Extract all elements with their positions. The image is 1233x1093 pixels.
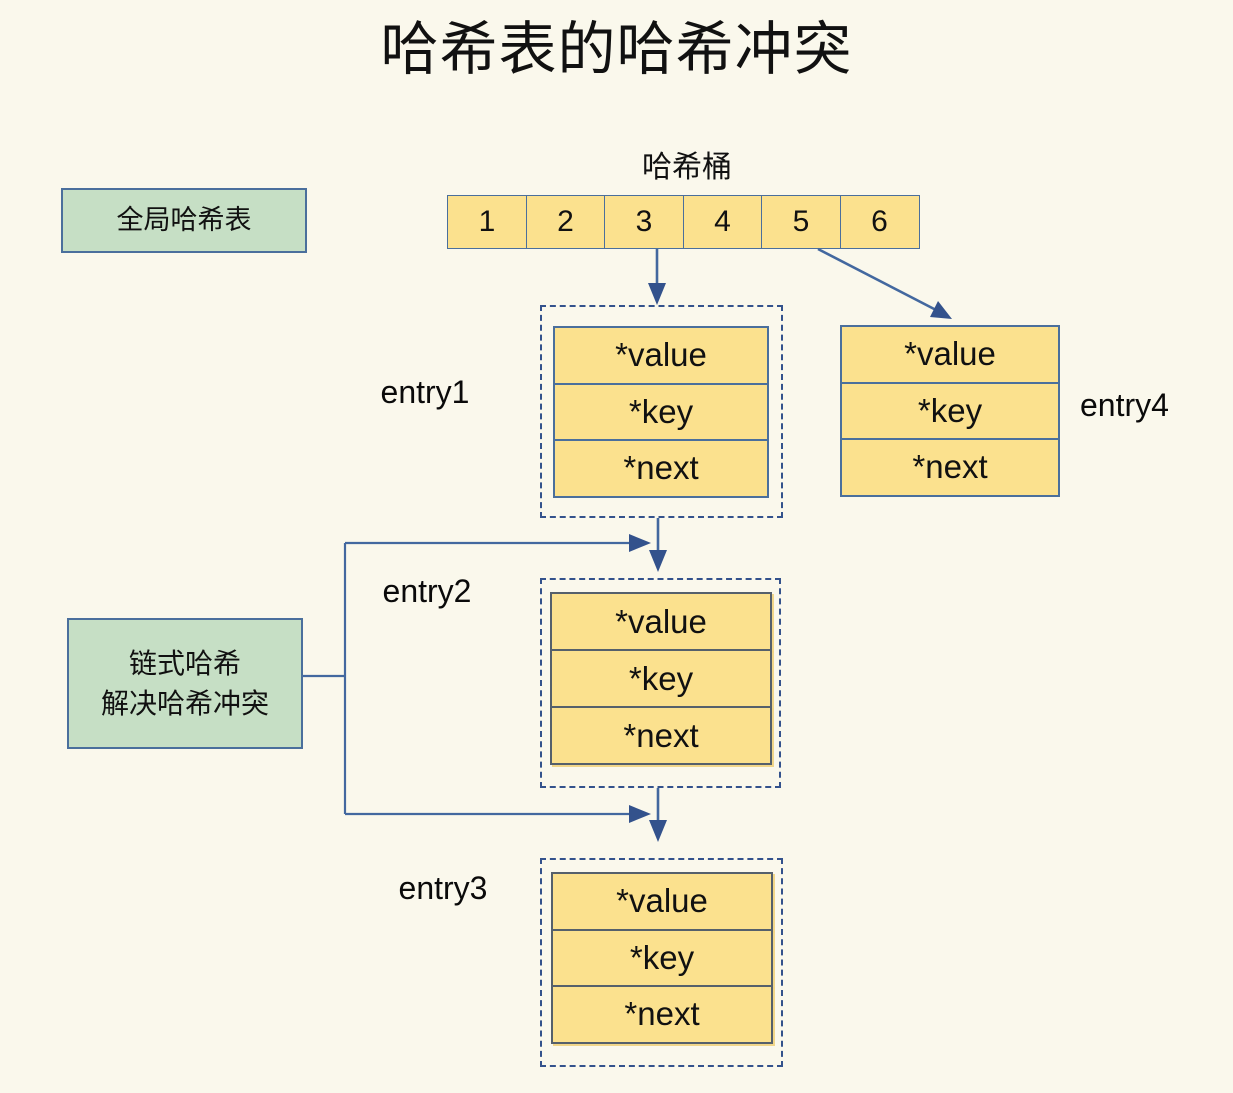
annotation-box-global-hash-table-label: 全局哈希表 <box>116 205 252 236</box>
entry4-field-value: *value <box>840 325 1060 384</box>
entry3-field-key: *key <box>551 928 773 988</box>
entry2-struct: *value *key *next <box>550 592 772 765</box>
entry1-dashed-outline <box>540 305 783 518</box>
entry1-field-next: *next <box>553 439 769 498</box>
entry3-struct: *value *key *next <box>551 872 773 1044</box>
bucket-slot-3[interactable]: 3 <box>604 195 684 249</box>
bucket-slot-2[interactable]: 2 <box>525 195 606 249</box>
entry4-field-next: *next <box>840 438 1060 497</box>
annotation-box-chained-hash-line2: 解决哈希冲突 <box>100 687 269 719</box>
entry4-field-key: *key <box>840 381 1060 441</box>
entry3-dashed-outline <box>540 858 783 1067</box>
entry4-struct: *value *key *next <box>840 325 1060 497</box>
bucket-slot-4[interactable]: 4 <box>682 195 763 249</box>
entry2-label: entry2 <box>382 573 472 609</box>
entry1-field-key: *key <box>553 382 769 442</box>
edge-bucket3-to-entry1 <box>648 249 666 305</box>
annotation-box-chained-hash-line1: 链式哈希 <box>128 647 241 679</box>
entry4-label: entry4 <box>1080 387 1169 423</box>
hash-bucket-title: 哈希桶 <box>642 151 732 184</box>
hash-bucket-array: 1 2 3 4 5 6 <box>447 195 920 249</box>
entry1-label: entry1 <box>380 374 470 410</box>
edge-entry1-to-entry2 <box>649 518 667 572</box>
edge-entry2-to-entry3 <box>649 788 667 842</box>
bucket-slot-5[interactable]: 5 <box>761 195 841 249</box>
entry3-field-next: *next <box>551 985 773 1044</box>
entry2-field-value: *value <box>550 592 772 651</box>
entry3-field-value: *value <box>551 872 773 931</box>
entry2-dashed-outline <box>540 578 781 788</box>
entry3-label: entry3 <box>398 870 488 906</box>
entry2-field-next: *next <box>550 706 772 765</box>
annotation-box-chained-hash: 链式哈希 解决哈希冲突 <box>67 618 303 749</box>
entry1-field-value: *value <box>553 326 769 385</box>
annotation-box-global-hash-table: 全局哈希表 <box>61 188 307 253</box>
bucket-slot-1[interactable]: 1 <box>447 195 527 249</box>
entry2-field-key: *key <box>550 649 772 708</box>
edge-bucket5-to-entry4 <box>817 247 952 319</box>
entry1-struct: *value *key *next <box>553 326 769 498</box>
page-title: 哈希表的哈希冲突 <box>380 17 853 82</box>
bucket-slot-6[interactable]: 6 <box>839 195 920 249</box>
